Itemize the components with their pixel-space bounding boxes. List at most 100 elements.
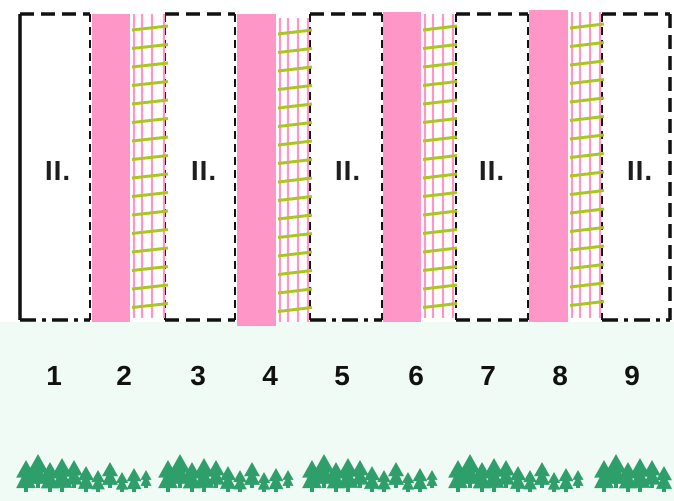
tree-icon xyxy=(91,470,105,483)
ladder-hedgerow xyxy=(569,12,605,318)
tree-trunk xyxy=(394,484,398,488)
tree xyxy=(126,468,142,492)
ladder-rung xyxy=(569,96,605,104)
tree-icon xyxy=(363,466,381,481)
tree-icon xyxy=(558,468,574,482)
tree-icon xyxy=(387,462,405,477)
tree-icon xyxy=(233,470,247,483)
ladder-rung xyxy=(422,209,458,217)
ladder-rung xyxy=(422,191,458,198)
ladder-rung xyxy=(277,176,313,184)
tree-icon xyxy=(547,477,561,490)
tree-icon xyxy=(140,470,152,480)
tree-trunk xyxy=(144,485,148,488)
tree-icon xyxy=(207,460,225,476)
ladder-rung xyxy=(569,170,605,178)
ladder-rung xyxy=(569,189,605,196)
tree-trunk xyxy=(406,489,410,492)
tree-icon xyxy=(412,468,428,482)
tree-icon xyxy=(282,470,294,480)
tree-icon xyxy=(572,475,584,486)
tree-trunk xyxy=(226,488,230,492)
tree-icon xyxy=(351,467,369,485)
ladder-rung xyxy=(131,24,169,32)
tree-icon xyxy=(363,473,381,489)
tree xyxy=(219,466,237,492)
tree-icon xyxy=(268,468,284,482)
tree-icon xyxy=(268,474,284,490)
tree-icon xyxy=(412,474,428,490)
ladder-rung xyxy=(131,135,169,143)
column-number: 2 xyxy=(116,360,132,391)
plot-bay xyxy=(601,12,672,322)
plot-area xyxy=(456,14,528,320)
ladder-rung xyxy=(277,102,313,110)
tree-icon xyxy=(313,454,335,473)
ladder-rung xyxy=(422,302,458,309)
tree-trunk xyxy=(24,487,28,492)
tree xyxy=(655,466,673,492)
plot-label: II. xyxy=(478,155,506,186)
plot-area xyxy=(165,14,235,320)
tree-icon xyxy=(158,460,178,478)
tree-trunk xyxy=(528,488,532,492)
column-number: 9 xyxy=(624,360,640,391)
ladder-rung xyxy=(131,61,169,69)
pink-strip xyxy=(237,14,276,326)
ladder-rung xyxy=(277,28,313,36)
tree-trunk xyxy=(468,483,472,488)
ladder-rung xyxy=(131,283,169,291)
ladder-rung xyxy=(277,47,313,54)
tree xyxy=(572,470,584,488)
ladder-rung xyxy=(422,117,458,124)
tree-icon xyxy=(459,463,481,484)
tree xyxy=(523,470,537,492)
tree-trunk xyxy=(214,484,218,488)
tree-icon xyxy=(643,467,661,485)
tree xyxy=(377,470,391,492)
tree xyxy=(65,460,83,488)
tree-icon xyxy=(459,454,481,473)
ladder-hedgerow xyxy=(422,14,458,318)
ladder-rung xyxy=(277,213,313,221)
ladder-rung xyxy=(131,172,169,180)
tree-trunk xyxy=(84,488,88,492)
tree-icon xyxy=(169,463,191,484)
tree-icon xyxy=(594,460,614,478)
tree-trunk xyxy=(564,488,568,492)
tree-icon xyxy=(243,469,261,485)
tree xyxy=(363,466,381,492)
ladder-rung xyxy=(277,84,313,91)
tree-icon xyxy=(140,475,152,486)
tree-trunk xyxy=(650,484,654,488)
tree xyxy=(115,472,129,492)
tree xyxy=(101,462,119,488)
plot-area xyxy=(310,14,382,320)
tree xyxy=(426,470,438,488)
ladder-rung xyxy=(569,207,605,215)
tree xyxy=(313,454,335,488)
tree xyxy=(207,460,225,488)
ladder-rung xyxy=(422,172,458,180)
ladder-rung xyxy=(131,228,169,235)
tree-icon xyxy=(115,472,129,483)
tree-icon xyxy=(655,473,673,489)
tree-trunk xyxy=(48,487,52,492)
tree-icon xyxy=(377,476,391,490)
tree xyxy=(233,470,247,492)
tree-trunk xyxy=(358,484,362,488)
ladder-rung xyxy=(422,24,458,32)
tree-trunk xyxy=(480,487,484,492)
tree-icon xyxy=(219,473,237,489)
tree-icon xyxy=(91,476,105,490)
plot-label: II. xyxy=(44,155,72,186)
tree-icon xyxy=(401,477,415,490)
ladder-rung xyxy=(131,80,169,87)
tree-trunk xyxy=(286,485,290,488)
tree-trunk xyxy=(456,487,460,492)
column-number: 3 xyxy=(190,360,206,391)
tree-trunk xyxy=(626,487,630,492)
tree-icon xyxy=(257,472,271,483)
ladder-rung xyxy=(131,265,169,272)
tree xyxy=(643,460,661,488)
